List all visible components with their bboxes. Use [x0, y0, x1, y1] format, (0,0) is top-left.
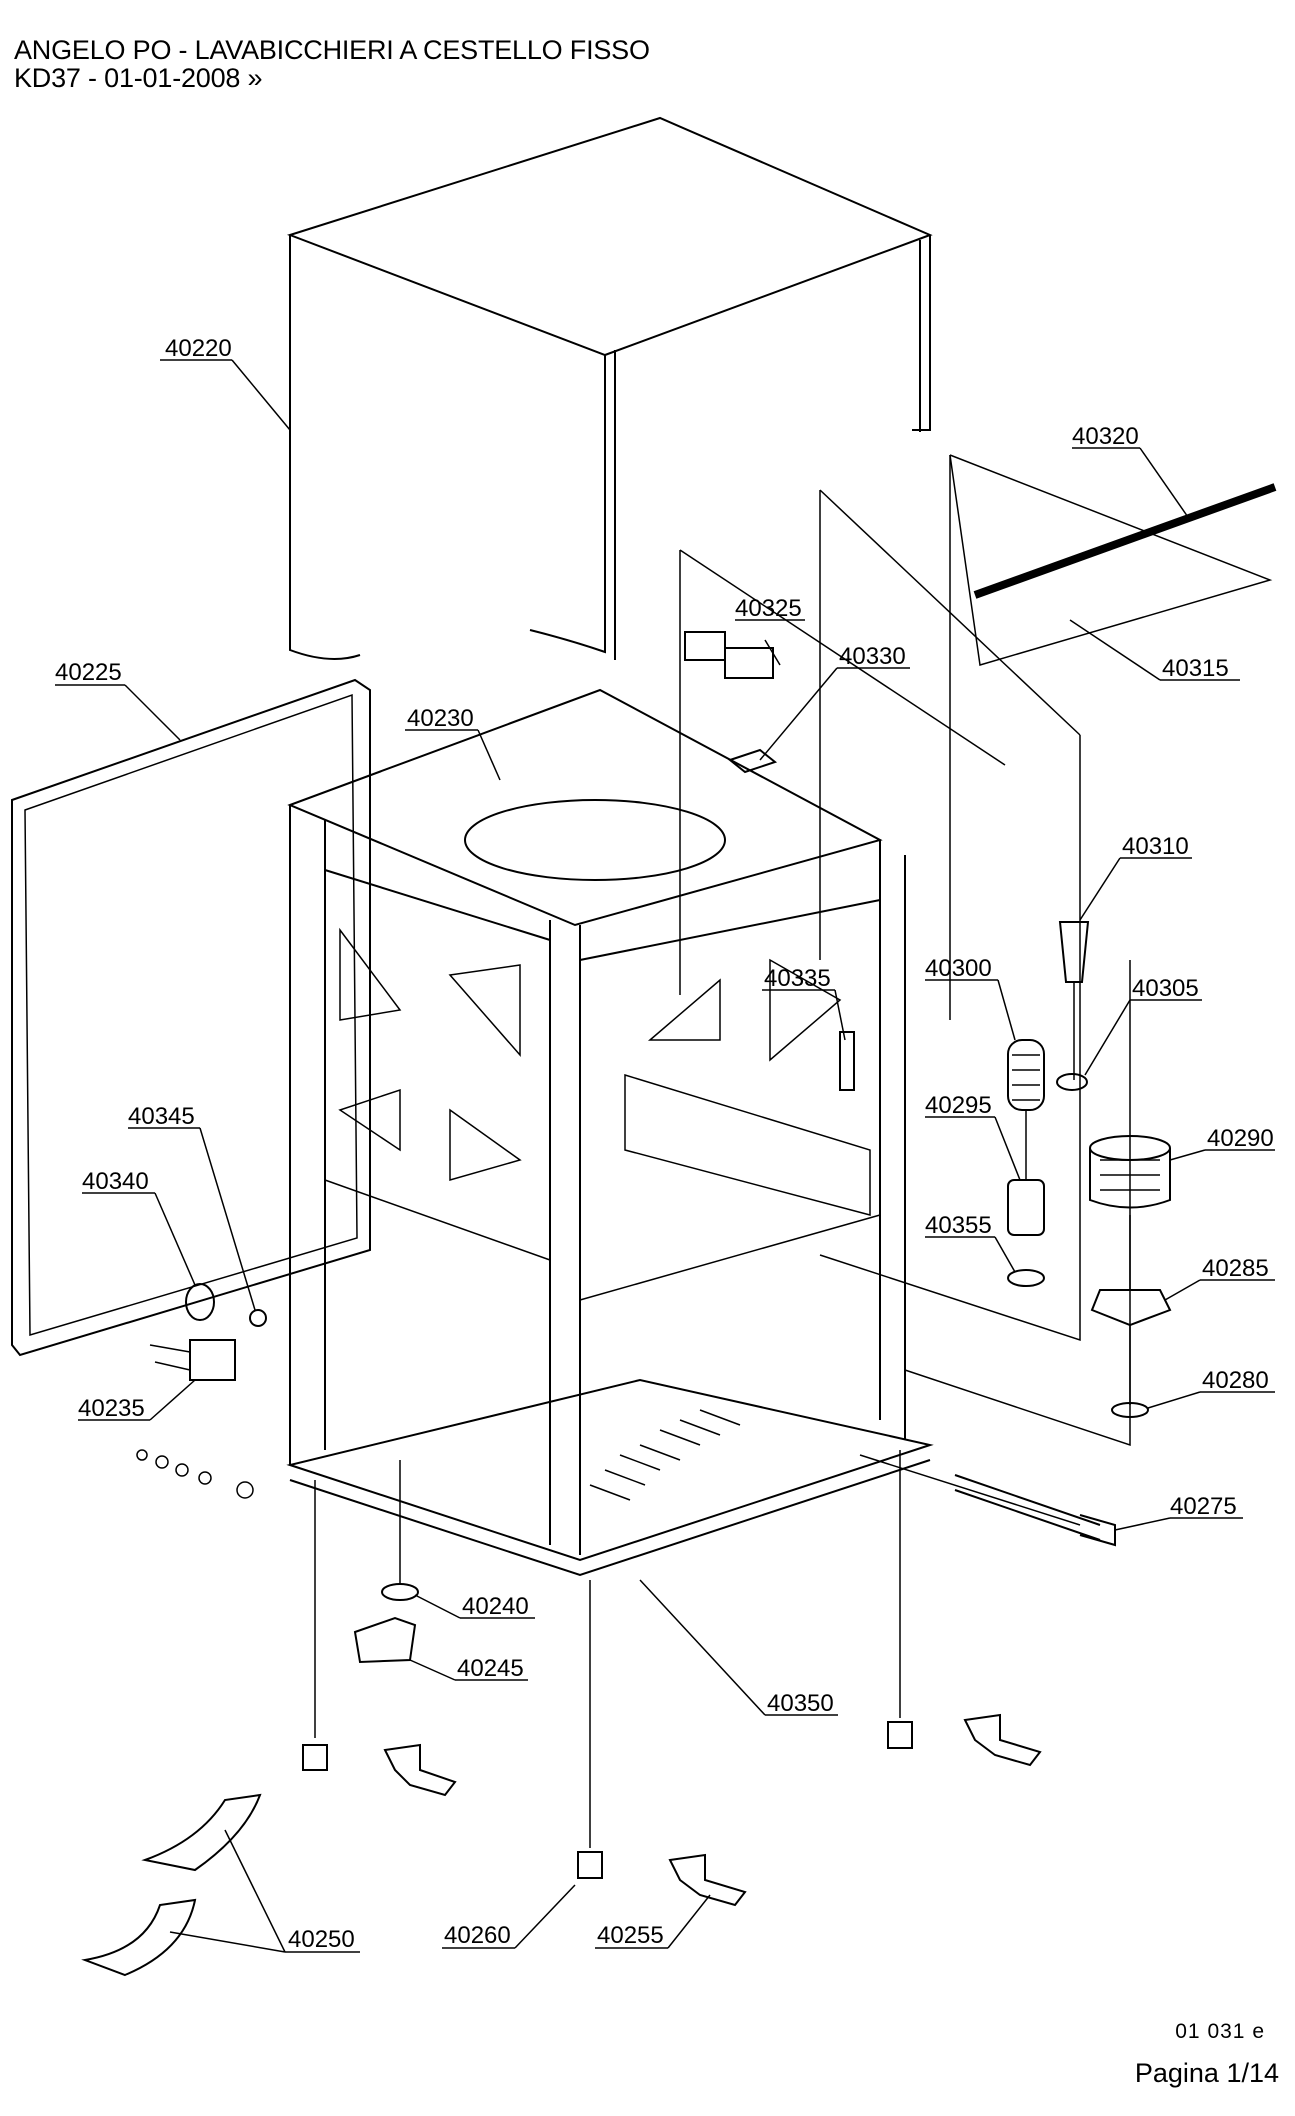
main-frame [286, 688, 934, 1577]
component-shapes [81, 631, 1172, 1977]
part-label-40260: 40260 [444, 1922, 511, 1949]
part-label-40235: 40235 [78, 1395, 145, 1422]
part-label-40315: 40315 [1162, 655, 1229, 682]
part-label-40330: 40330 [839, 643, 906, 670]
part-label-40225: 40225 [55, 659, 122, 686]
leader-lines [55, 359, 1275, 1953]
part-label-40250: 40250 [288, 1926, 355, 1953]
part-label-40285: 40285 [1202, 1255, 1269, 1282]
page-subtitle: KD37 - 01-01-2008 » [14, 63, 263, 93]
part-label-40325: 40325 [735, 595, 802, 622]
part-label-40300: 40300 [925, 955, 992, 982]
part-label-40280: 40280 [1202, 1367, 1269, 1394]
part-labels: 40220 40225 40230 40235 40240 40245 4025… [55, 335, 1274, 1953]
part-label-40220: 40220 [165, 335, 232, 362]
part-label-40335: 40335 [764, 965, 831, 992]
side-panel [11, 678, 371, 1357]
part-label-40255: 40255 [597, 1922, 664, 1949]
part-label-40245: 40245 [457, 1655, 524, 1682]
part-label-40275: 40275 [1170, 1493, 1237, 1520]
part-label-40345: 40345 [128, 1103, 195, 1130]
part-label-40355: 40355 [925, 1212, 992, 1239]
part-label-40230: 40230 [407, 705, 474, 732]
part-label-40310: 40310 [1122, 833, 1189, 860]
part-label-40295: 40295 [925, 1092, 992, 1119]
part-label-40240: 40240 [462, 1593, 529, 1620]
part-label-40305: 40305 [1132, 975, 1199, 1002]
drawing-code: 01 031 e [1175, 2020, 1265, 2043]
part-label-40290: 40290 [1207, 1125, 1274, 1152]
part-label-40350: 40350 [767, 1690, 834, 1717]
page-title: ANGELO PO - LAVABICCHIERI A CESTELLO FIS… [14, 35, 650, 65]
exploded-panels-right [679, 454, 1273, 1526]
part-label-40320: 40320 [1072, 423, 1139, 450]
page-number: Pagina 1/14 [1134, 2058, 1279, 2088]
top-cover-panel [286, 116, 933, 660]
part-label-40340: 40340 [82, 1168, 149, 1195]
guide-rail [973, 483, 1277, 599]
